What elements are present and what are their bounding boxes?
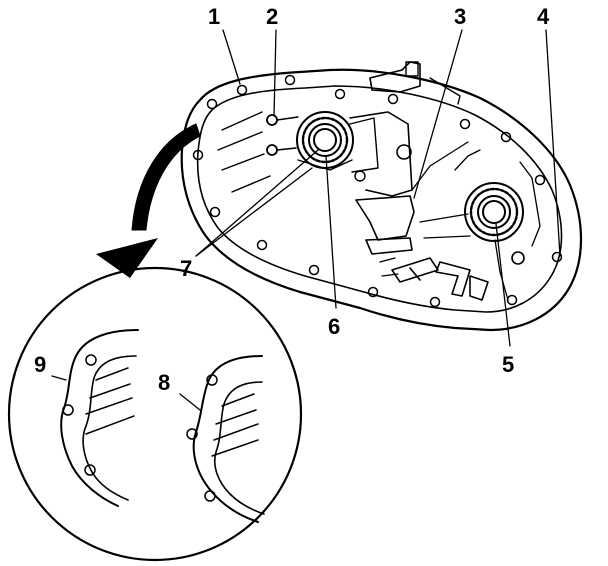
callout-3: 3 bbox=[454, 4, 466, 29]
rear-output-bearing bbox=[296, 111, 379, 182]
callout-5: 5 bbox=[502, 352, 514, 377]
bolt-hole bbox=[334, 88, 346, 100]
detail-bolt-hole bbox=[186, 428, 198, 440]
callout-9: 9 bbox=[34, 352, 46, 377]
bolt-hole bbox=[459, 118, 471, 130]
front-output-bearing bbox=[464, 182, 524, 242]
bolt-hole bbox=[534, 174, 546, 186]
callout-1: 1 bbox=[208, 4, 220, 29]
detail-flange-9 bbox=[60, 329, 139, 507]
case-dowel-pins bbox=[266, 114, 299, 156]
detail-view-outline bbox=[7, 266, 303, 562]
detail-bolt-hole bbox=[85, 354, 97, 366]
leader-7b bbox=[195, 167, 313, 257]
leader-lines bbox=[51, 29, 561, 411]
bolt-hole bbox=[284, 74, 296, 86]
leader-6 bbox=[325, 155, 337, 309]
bolt-hole bbox=[429, 296, 441, 308]
bolt-hole bbox=[206, 98, 218, 110]
bolt-hole bbox=[308, 264, 320, 276]
bolt-hole bbox=[209, 206, 221, 218]
case-center-web bbox=[349, 111, 541, 301]
leader-2 bbox=[273, 29, 277, 117]
case-half bbox=[180, 61, 583, 332]
detail-arrow-shaft bbox=[131, 123, 201, 231]
leader-8 bbox=[179, 393, 201, 411]
bolt-hole bbox=[192, 149, 204, 161]
callout-8: 8 bbox=[158, 370, 170, 395]
case-cast-lettering bbox=[379, 257, 489, 301]
leader-5 bbox=[495, 223, 511, 347]
leader-3 bbox=[413, 29, 463, 199]
detail-bolt-hole bbox=[62, 404, 74, 416]
leader-1 bbox=[222, 29, 241, 85]
bolt-hole bbox=[367, 286, 379, 298]
bolt-hole bbox=[506, 294, 518, 306]
detail-bolt-hole bbox=[206, 374, 218, 386]
detail-bolt-hole bbox=[204, 490, 216, 502]
bolt-hole bbox=[387, 93, 399, 105]
callout-2: 2 bbox=[266, 4, 278, 29]
case-top-boss bbox=[369, 61, 461, 105]
bolt-hole bbox=[256, 239, 268, 251]
leader-7 bbox=[195, 149, 319, 257]
dowel-pin bbox=[266, 114, 278, 126]
detail-arrow-head bbox=[96, 238, 158, 278]
detail-flange-8 bbox=[186, 355, 265, 523]
case-ribs-left bbox=[217, 111, 271, 193]
bolt-hole bbox=[236, 84, 248, 96]
leader-4 bbox=[545, 29, 561, 257]
detail-view bbox=[7, 266, 303, 562]
dowel-pin bbox=[266, 144, 278, 156]
leader-9 bbox=[51, 375, 67, 381]
detail-bolt-hole bbox=[84, 464, 96, 476]
callout-labels: 1 2 3 4 5 6 7 8 9 bbox=[34, 4, 550, 395]
flange-bolt-holes bbox=[192, 74, 563, 308]
case-outer-flange bbox=[180, 68, 583, 332]
callout-4: 4 bbox=[537, 4, 550, 29]
bolt-hole bbox=[551, 251, 563, 263]
bolt-hole bbox=[500, 131, 512, 143]
detail-arrow bbox=[96, 123, 201, 278]
callout-6: 6 bbox=[328, 314, 340, 339]
callout-7: 7 bbox=[180, 256, 192, 281]
